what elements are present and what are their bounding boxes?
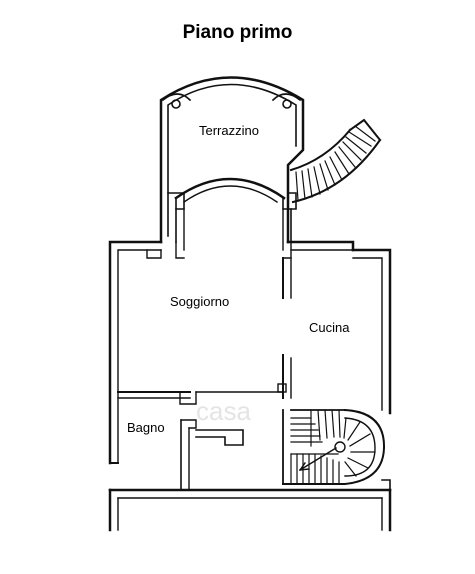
room-label-living: Soggiorno <box>170 294 229 309</box>
terrace-walls <box>159 76 305 251</box>
room-label-terrace: Terrazzino <box>199 123 259 138</box>
room-label-kitchen: Cucina <box>309 320 350 335</box>
spiral-stair <box>282 408 386 485</box>
terrace-spiral-stair <box>289 118 382 204</box>
watermark: casa <box>196 396 251 426</box>
room-label-bath: Bagno <box>127 420 165 435</box>
main-walls <box>108 240 392 532</box>
plan-title: Piano primo <box>182 22 293 43</box>
